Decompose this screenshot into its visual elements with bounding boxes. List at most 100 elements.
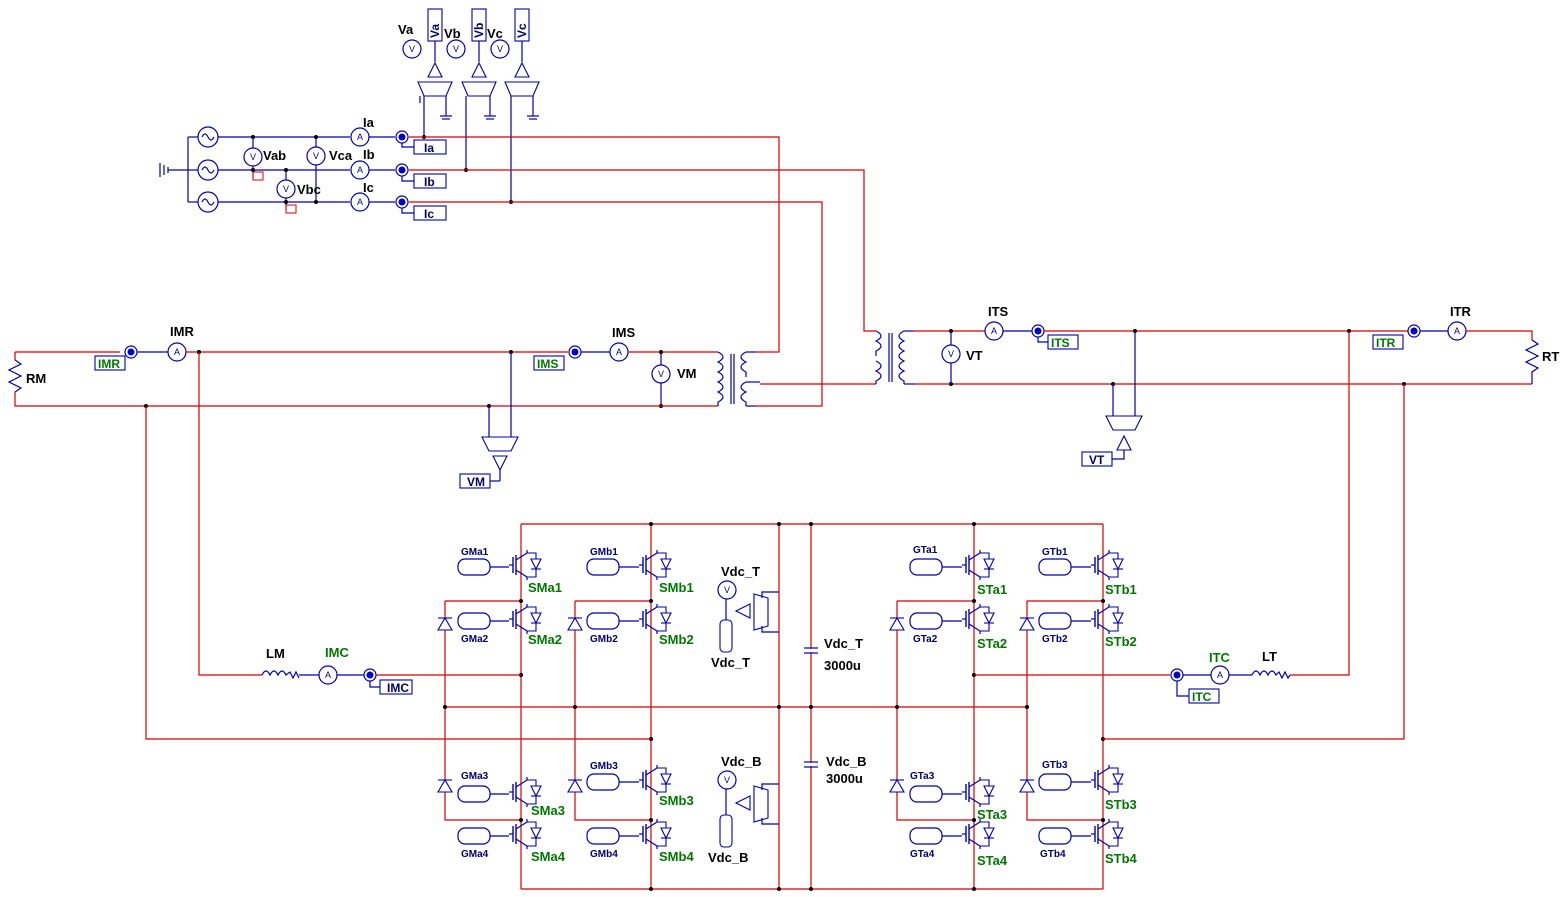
inverter-bridge: GMa1 GMa2 GMa3 GMa4 GMb1 GMb2 GMb3 GMb4 … xyxy=(145,331,1405,891)
label-gmb1: GMb1 xyxy=(590,547,618,558)
voltmeter-vt-icon xyxy=(941,344,961,364)
tag-imr-text: IMR xyxy=(98,357,120,371)
label-gtb2: GTb2 xyxy=(1042,634,1068,645)
probe-ia-icon xyxy=(395,130,409,144)
label-vdc-t-out: Vdc_T xyxy=(711,655,750,670)
ammeter-imr-icon xyxy=(167,342,187,362)
label-vt: VT xyxy=(966,348,983,363)
label-gma1: GMa1 xyxy=(461,547,489,558)
voltmeter-vc-icon xyxy=(490,39,510,59)
label-gtb4: GTb4 xyxy=(1040,849,1066,860)
tag-vm-text: VM xyxy=(467,475,485,489)
label-vdc-b-out: Vdc_B xyxy=(708,850,748,865)
tag-ims-text: IMS xyxy=(537,357,558,371)
gate-gmb1 xyxy=(586,558,620,576)
label-sma4: SMa4 xyxy=(531,849,566,864)
tag-vb-text: Vb xyxy=(472,23,486,38)
label-sta4: STa4 xyxy=(977,853,1008,868)
label-imr: IMR xyxy=(170,324,194,339)
label-sma3: SMa3 xyxy=(531,803,565,818)
ac-source-c-icon xyxy=(197,191,219,213)
gate-gtb1 xyxy=(1038,558,1072,576)
tag-ic-text: Ic xyxy=(424,207,434,221)
t-load-section: VT ITS ITS VT ITR ITR RT xyxy=(914,304,1559,467)
label-gta1: GTa1 xyxy=(913,545,938,556)
diode-ta-top-icon xyxy=(889,617,905,631)
tag-ic xyxy=(413,205,447,221)
label-stb1: STb1 xyxy=(1105,582,1137,597)
label-gmb4: GMb4 xyxy=(590,849,618,860)
ammeter-ic-icon xyxy=(350,192,370,212)
label-stb4: STb4 xyxy=(1105,851,1138,866)
gate-gtb2 xyxy=(1038,612,1072,630)
label-ib: Ib xyxy=(363,147,375,162)
igbt-sta2-icon xyxy=(961,603,995,635)
gate-gmb3 xyxy=(586,773,620,791)
ac-source-a-icon xyxy=(197,126,219,148)
igbt-smb4-icon xyxy=(638,818,672,850)
ammeter-itc-icon xyxy=(1210,665,1230,685)
label-stb2: STb2 xyxy=(1105,634,1137,649)
gate-gma3 xyxy=(457,785,491,803)
voltmeter-vm-icon xyxy=(651,364,671,384)
transformer-m xyxy=(716,351,760,407)
label-stb3: STb3 xyxy=(1105,797,1137,812)
igbt-sta1-icon xyxy=(961,549,995,581)
voltmeter-va-icon xyxy=(402,39,422,59)
label-vb: Vb xyxy=(444,26,461,41)
diode-ma-bottom-icon xyxy=(437,779,453,793)
gate-gma2 xyxy=(457,612,491,630)
main-load-section: RM IMR IMR IMS IMS VM xyxy=(7,324,760,489)
igbt-sma4-icon xyxy=(508,818,542,850)
gate-gta2 xyxy=(909,612,943,630)
label-sma1: SMa1 xyxy=(528,580,562,595)
ammeter-ib-icon xyxy=(350,160,370,180)
ammeter-ia-icon xyxy=(350,127,370,147)
tag-ia-text: Ia xyxy=(424,141,434,155)
label-lm: LM xyxy=(266,646,285,661)
diode-ta-bottom-icon xyxy=(889,779,905,793)
gate-gmb2 xyxy=(586,612,620,630)
label-gta2: GTa2 xyxy=(913,634,938,645)
tag-ia xyxy=(413,139,447,155)
label-sma2: SMa2 xyxy=(528,632,562,647)
gate-gta3 xyxy=(909,785,943,803)
voltmeter-vca-icon xyxy=(306,146,326,166)
label-va: Va xyxy=(398,22,414,37)
label-gta3: GTa3 xyxy=(910,771,935,782)
diode-ma-top-icon xyxy=(437,617,453,631)
phase-voltage-probes: Va Vb Vc Va Vb Vc xyxy=(398,8,540,204)
diode-mb-bottom-icon xyxy=(567,779,583,793)
igbt-stb2-icon xyxy=(1090,603,1124,635)
igbt-smb3-icon xyxy=(638,764,672,796)
label-vab: Vab xyxy=(263,148,286,163)
label-ims: IMS xyxy=(612,325,635,340)
voltmeter-vdc-b-icon xyxy=(717,770,737,790)
probe-itr-icon xyxy=(1407,324,1421,338)
label-rm: RM xyxy=(26,371,46,386)
gate-gma4 xyxy=(457,827,491,845)
igbt-sma1-icon xyxy=(508,549,542,581)
label-gtb3: GTb3 xyxy=(1042,760,1068,771)
gate-gtb3 xyxy=(1038,773,1072,791)
ammeter-imc-icon xyxy=(318,665,338,685)
ammeter-itr-icon xyxy=(1447,321,1467,341)
label-its: ITS xyxy=(988,304,1009,319)
igbt-stb4-icon xyxy=(1090,818,1124,850)
three-phase-source-section: Ia Ib Ic Vab Vca Vbc Ia Ib Ic Va Vb Vc V… xyxy=(159,8,876,407)
tag-its-text: ITS xyxy=(1051,336,1070,350)
gate-gta1 xyxy=(909,558,943,576)
igbt-smb2-icon xyxy=(638,603,672,635)
probe-ic-icon xyxy=(395,195,409,209)
label-smb2: SMb2 xyxy=(659,632,694,647)
tag-imc-text: IMC xyxy=(387,681,409,695)
ammeter-its-icon xyxy=(984,321,1004,341)
probe-ims-icon xyxy=(568,345,582,359)
label-gta4: GTa4 xyxy=(910,849,935,860)
diode-tb-top-icon xyxy=(1019,617,1035,631)
label-ic: Ic xyxy=(363,180,374,195)
label-sta2: STa2 xyxy=(977,636,1007,651)
label-imc: IMC xyxy=(325,645,349,660)
gate-gma1 xyxy=(457,558,491,576)
label-smb3: SMb3 xyxy=(659,793,694,808)
